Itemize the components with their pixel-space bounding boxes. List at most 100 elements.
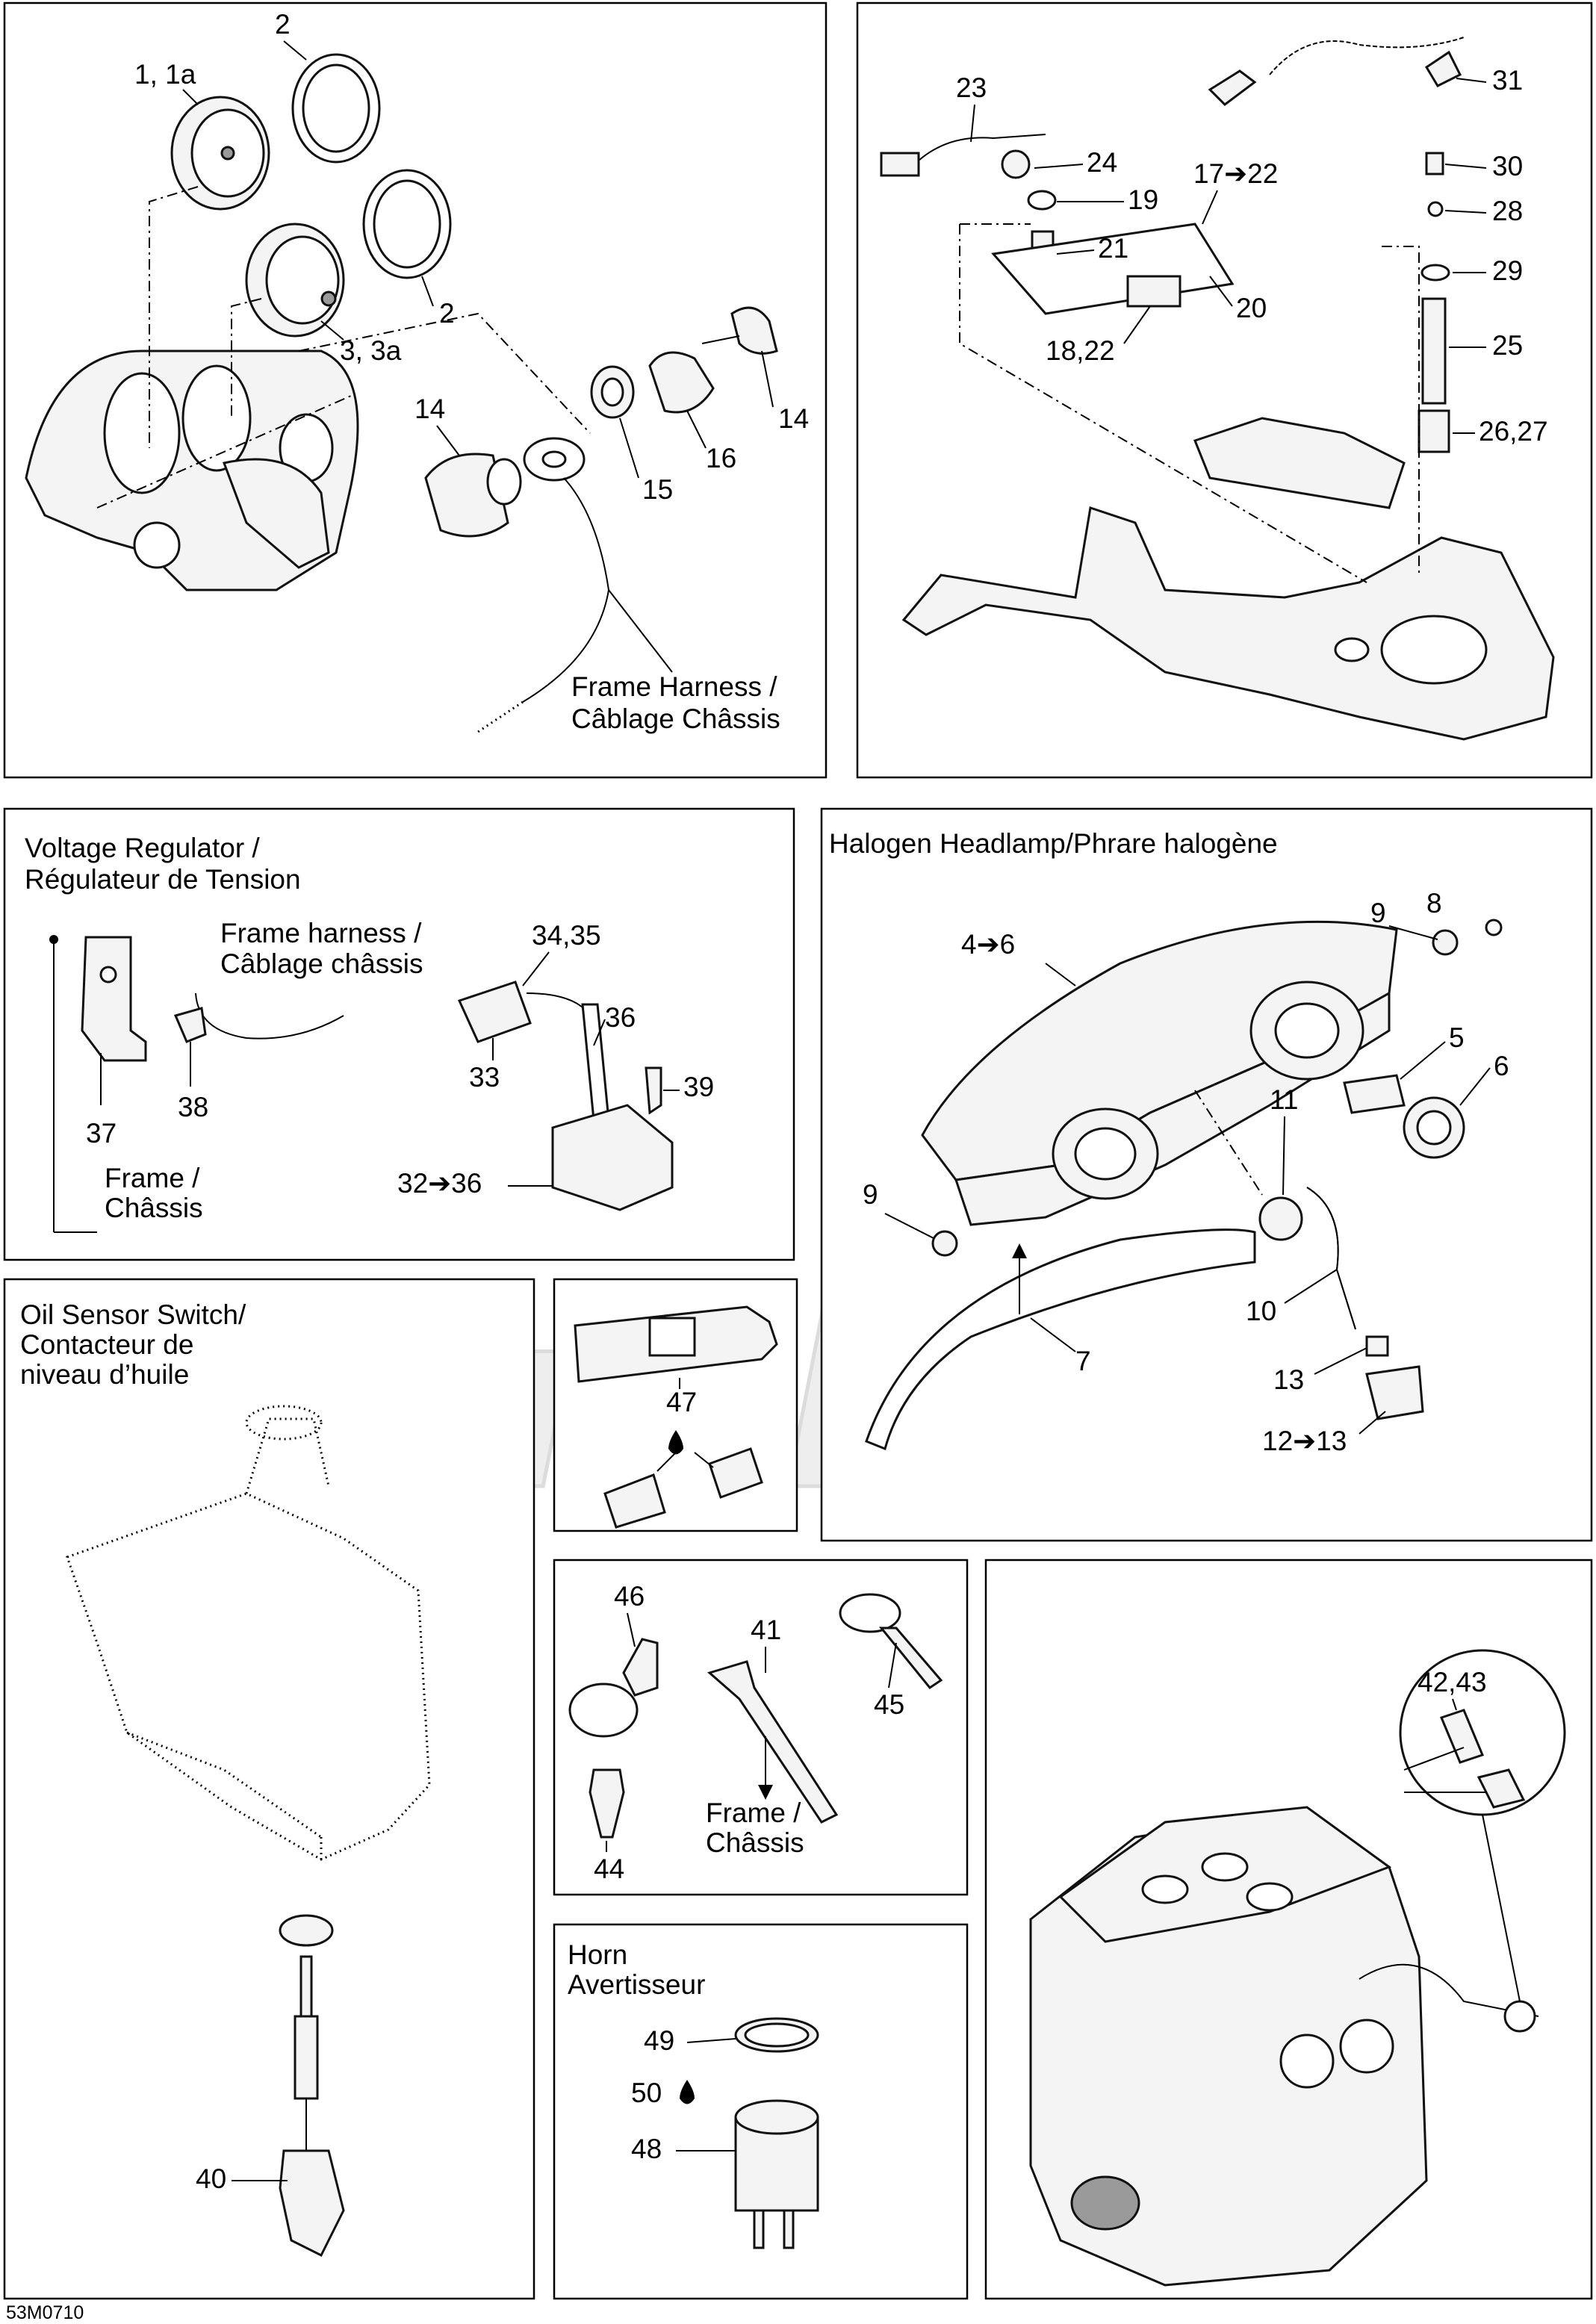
tachometer: [245, 223, 345, 338]
headlamp-housing: [921, 920, 1398, 1181]
callout-39: 39: [683, 1072, 714, 1102]
regulator-bracket: [81, 936, 147, 1062]
label-frame: Frame /: [105, 1163, 200, 1193]
switch-25: [1421, 297, 1447, 405]
callout-9: 9: [863, 1179, 878, 1210]
callout-16: 16: [706, 443, 736, 473]
callout-24: 24: [1087, 147, 1117, 178]
gauge-opening-center: [181, 364, 252, 472]
label-frame-fr: Châssis: [105, 1193, 203, 1223]
callout-3-3a: 3, 3a: [340, 335, 402, 366]
bracket-18: [1126, 275, 1182, 308]
grommet-9: [1432, 929, 1459, 956]
label-frame: Frame /: [706, 1798, 801, 1828]
callout-18-22: 18,22: [1046, 335, 1115, 366]
callout-48: 48: [631, 2134, 662, 2164]
tank-cap: [245, 1405, 323, 1441]
frame-round-opening: [1380, 615, 1488, 685]
grommet-24: [1001, 149, 1031, 179]
ignition-housing: [648, 351, 715, 414]
title-horn: Horn: [568, 1939, 627, 1970]
figure-code: 53M0710: [6, 2302, 84, 2323]
console-round-port: [133, 521, 181, 569]
sensor-float: [294, 2015, 319, 2100]
callout-14: 14: [414, 394, 445, 424]
title-halogen-headlamp: Halogen Headlamp/Phrare halogène: [829, 828, 1278, 859]
label-frame-harness-fr: Câblage châssis: [220, 948, 423, 979]
callout-34-35: 34,35: [532, 920, 601, 951]
panel-lanyard: 23 24 19 17➔22 21 20 18,22 31 30 28 29 2…: [856, 1, 1593, 779]
callout-36: 36: [605, 1002, 636, 1033]
grommet-11: [1258, 1196, 1303, 1241]
callout-2: 2: [275, 9, 291, 40]
socket-13: [1365, 1335, 1389, 1357]
callout-12-13: 12➔13: [1262, 1426, 1347, 1456]
callout-42-43: 42,43: [1418, 1667, 1487, 1697]
callout-20: 20: [1236, 293, 1267, 323]
callout-11: 11: [1270, 1084, 1298, 1115]
front-frame: [901, 506, 1555, 741]
panel-harness-fasteners: 46 41 45 44 Frame / Châssis: [553, 1559, 969, 1896]
callout-17-22: 17➔22: [1193, 158, 1278, 189]
callout-4-6: 4➔6: [961, 929, 1015, 960]
callout-44: 44: [594, 1854, 624, 1884]
callout-30: 30: [1492, 151, 1523, 181]
title-voltage-regulator-fr: Régulateur de Tension: [25, 864, 301, 895]
push-rivet: [589, 1768, 625, 1839]
sensor-rod: [299, 1955, 313, 2018]
sensor-23: [880, 152, 920, 177]
harness-clamp: [568, 1683, 639, 1738]
protector-strip: [707, 1660, 839, 1824]
callout-21: 21: [1098, 233, 1128, 264]
label-frame-harness: Frame Harness /: [571, 671, 777, 702]
connector-26: [1418, 409, 1450, 453]
title-oil-sensor-fr1: Contacteur de: [20, 1329, 193, 1360]
sensor-grommet: [279, 1914, 334, 1947]
callout-10: 10: [1246, 1296, 1276, 1326]
callout-6: 6: [1494, 1051, 1509, 1081]
engine-harness: [1359, 1963, 1539, 2017]
callout-19: 19: [1128, 184, 1158, 215]
regulator-connector: [457, 981, 532, 1043]
callout-5: 5: [1449, 1022, 1465, 1053]
washer-28: [1427, 201, 1444, 217]
panel-engine: 42,43: [984, 1559, 1593, 2300]
panel-voltage-regulator: Voltage Regulator / Régulateur de Tensio…: [3, 807, 795, 1261]
callout-37: 37: [86, 1118, 117, 1149]
panel-horn: Horn Avertisseur 49 50 48: [553, 1923, 969, 2300]
nut-30: [1425, 152, 1444, 175]
callout-23: 23: [956, 72, 987, 103]
title-oil-sensor: Oil Sensor Switch/: [20, 1299, 246, 1330]
title-horn-fr: Avertisseur: [568, 1969, 705, 2000]
panel-gauges: 2 1, 1a 2 3, 3a 14 14 15 16 Frame Harnes…: [3, 1, 828, 779]
callout-32-36: 32➔36: [397, 1168, 482, 1199]
grommet-9: [931, 1230, 958, 1257]
lanyard-cap: [1424, 50, 1462, 87]
callout-45: 45: [874, 1689, 904, 1720]
callout-13: 13: [1273, 1364, 1304, 1395]
connector-female: [603, 1473, 666, 1529]
voltage-regulator: [551, 1104, 674, 1211]
console-bracket: [222, 458, 330, 569]
callout-25: 25: [1492, 330, 1523, 361]
headlamp-strip: [865, 1228, 1256, 1451]
label-frame-fr: Châssis: [706, 1827, 804, 1858]
title-oil-sensor-fr2: niveau d’huile: [20, 1359, 189, 1390]
screw: [645, 1066, 662, 1115]
callout-26-27: 26,27: [1479, 416, 1548, 447]
callout-1-1a: 1, 1a: [134, 59, 196, 90]
lanyard-coil: [1269, 37, 1465, 75]
callout-14: 14: [778, 403, 809, 434]
callout-15: 15: [642, 474, 673, 505]
grease-drop-icon: [680, 2080, 695, 2104]
panel-dielectric-grease: 47: [553, 1278, 798, 1532]
ignition-switch: [424, 453, 522, 538]
callout-33: 33: [469, 1062, 500, 1093]
lanyard-clip: [1208, 69, 1257, 106]
sensor-cable-23: [918, 134, 1046, 161]
label-frame-harness: Frame harness /: [220, 918, 422, 948]
label-frame-harness-fr: Câblage Châssis: [571, 703, 780, 734]
engine-pulley: [1070, 2175, 1140, 2231]
washer-29: [1420, 264, 1450, 282]
ignition-key: [730, 306, 778, 355]
